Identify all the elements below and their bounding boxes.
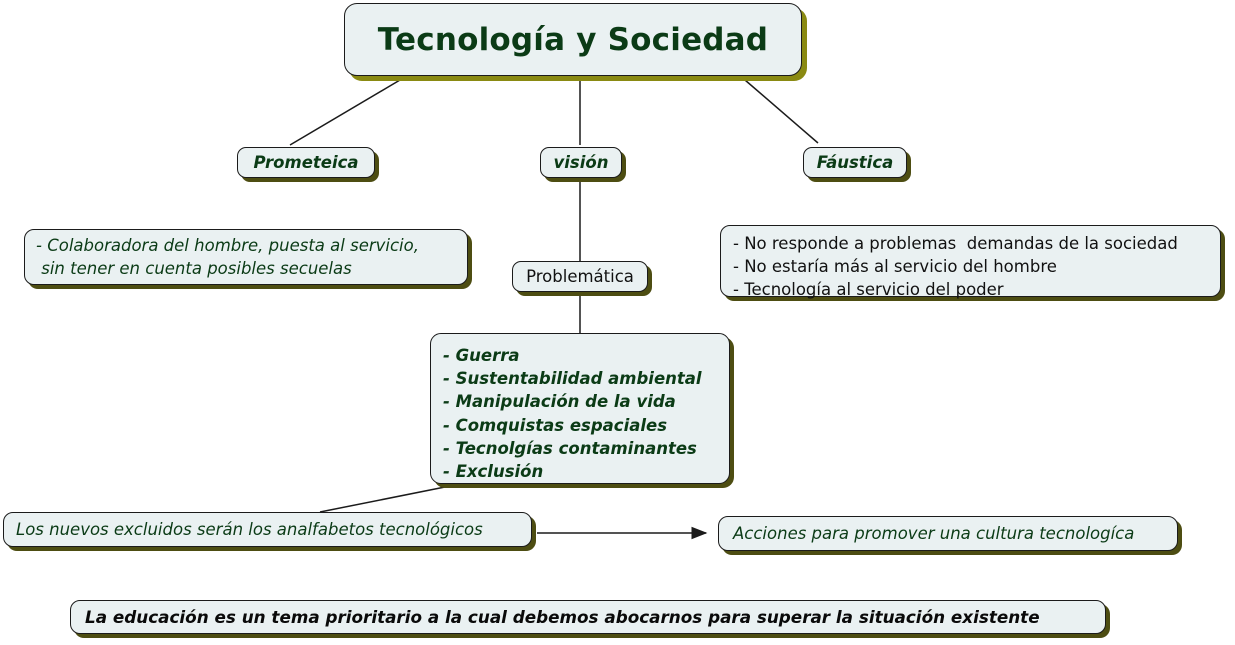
- node-prometeica: Prometeica: [237, 147, 375, 178]
- title-text: Tecnología y Sociedad: [377, 21, 769, 58]
- problematica-label: Problemática: [526, 267, 634, 286]
- prometeica-label: Prometeica: [253, 153, 359, 172]
- excluidos-note-text: Los nuevos excluidos serán los analfabet…: [16, 520, 483, 539]
- node-faustica-detail: - No responde a problemas demandas de la…: [720, 225, 1221, 299]
- node-acciones-note: Acciones para promover una cultura tecno…: [718, 516, 1178, 551]
- faustica-detail-text: - No responde a problemas demandas de la…: [733, 234, 1178, 299]
- faustica-label: Fáustica: [816, 153, 894, 172]
- problematica-items-text: - Guerra - Sustentabilidad ambiental - M…: [443, 346, 702, 482]
- node-prometeica-detail: - Colaboradora del hombre, puesta al ser…: [24, 229, 468, 285]
- acciones-note-text: Acciones para promover una cultura tecno…: [733, 524, 1135, 543]
- node-title: Tecnología y Sociedad: [344, 3, 802, 76]
- vision-label: visión: [553, 153, 609, 172]
- connector-list-to-excluidos: [319, 486, 446, 513]
- node-problematica: Problemática: [512, 261, 648, 292]
- arrowhead-to-acciones: [691, 526, 708, 540]
- node-faustica: Fáustica: [803, 147, 907, 178]
- node-conclusion-banner: La educación es un tema prioritario a la…: [70, 600, 1106, 634]
- prometeica-detail-text: - Colaboradora del hombre, puesta al ser…: [36, 236, 419, 278]
- node-vision: visión: [540, 147, 622, 178]
- node-problematica-items: - Guerra - Sustentabilidad ambiental - M…: [430, 333, 730, 484]
- node-excluidos-note: Los nuevos excluidos serán los analfabet…: [3, 512, 532, 547]
- connector-title-to-prometeica: [289, 79, 401, 146]
- connector-title-to-faustica: [744, 79, 819, 144]
- conclusion-banner-text: La educación es un tema prioritario a la…: [85, 607, 1040, 627]
